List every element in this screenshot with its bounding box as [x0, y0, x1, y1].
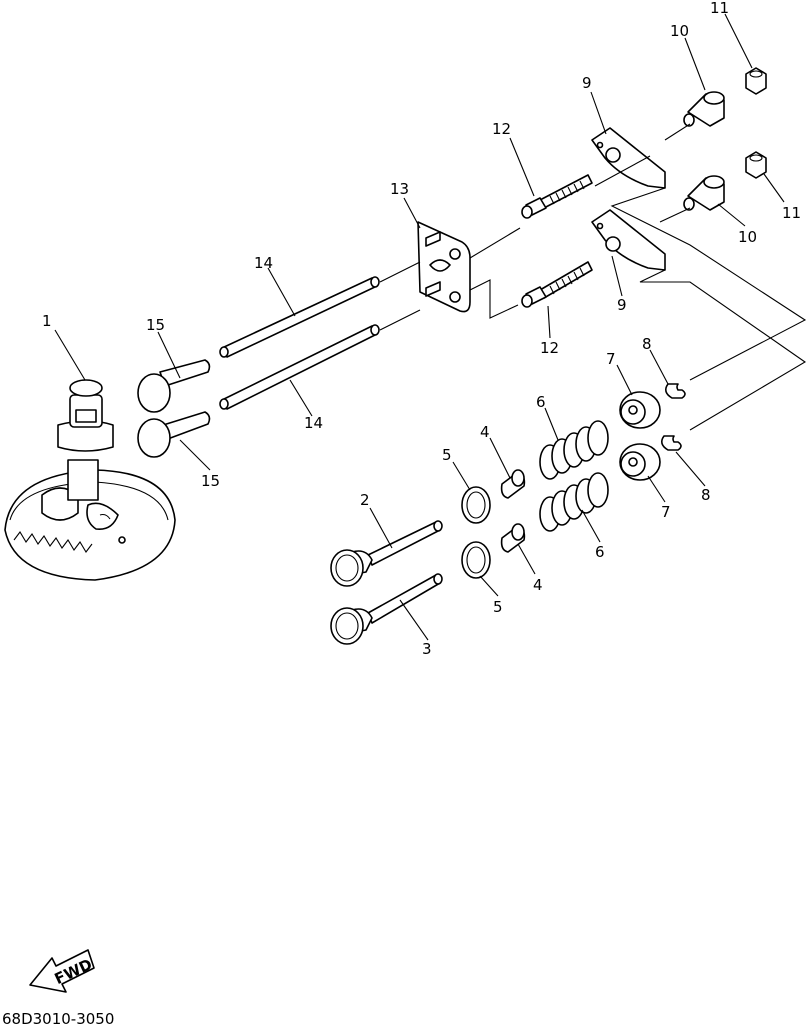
retainer-clip-lower — [660, 435, 682, 451]
rocker-stud-lower — [521, 261, 593, 308]
label-part-12-upper: 12 — [492, 120, 511, 138]
stem-seal-lower — [500, 523, 526, 553]
label-part-5-lower: 5 — [493, 598, 503, 616]
label-part-8-upper: 8 — [642, 335, 652, 353]
label-part-9-lower: 9 — [617, 296, 627, 314]
part-number-labels: 1 2 3 4 4 5 5 6 6 7 7 8 8 9 9 10 10 11 1… — [42, 0, 801, 658]
label-part-11-upper: 11 — [710, 0, 729, 17]
label-part-5-upper: 5 — [442, 446, 452, 464]
label-part-4-lower: 4 — [533, 576, 543, 594]
spring-retainer-upper — [619, 391, 661, 429]
label-part-3: 3 — [422, 640, 432, 658]
nut-lower — [745, 151, 767, 179]
rocker-arm-upper — [591, 127, 666, 189]
label-part-15-upper: 15 — [146, 316, 165, 334]
valve-spring-lower — [539, 472, 609, 532]
push-rod-upper — [219, 276, 380, 358]
label-part-14-upper: 14 — [254, 254, 273, 272]
callout-leaders — [54, 13, 785, 641]
push-rod-lower — [219, 324, 380, 410]
label-part-15-lower: 15 — [201, 472, 220, 490]
label-part-10-upper: 10 — [670, 22, 689, 40]
rocker-stud-upper — [521, 174, 593, 219]
label-part-6-upper: 6 — [536, 393, 546, 411]
label-part-12-lower: 12 — [540, 339, 559, 357]
rocker-pivot-upper — [683, 91, 725, 127]
label-part-2: 2 — [360, 491, 370, 509]
label-part-13: 13 — [390, 180, 409, 198]
label-part-7-lower: 7 — [661, 503, 671, 521]
label-part-11-lower: 11 — [782, 204, 801, 222]
rocker-arm-lower — [591, 209, 666, 271]
label-part-7-upper: 7 — [606, 350, 616, 368]
rocker-pivot-lower — [683, 175, 725, 211]
forward-arrow-icon: FWD — [29, 949, 95, 993]
intake-valve — [330, 520, 443, 587]
spring-retainer-lower — [619, 443, 661, 481]
nut-upper — [745, 67, 767, 95]
washer-upper — [461, 486, 491, 524]
diagram-reference-code: 68D3010-3050 — [2, 1010, 115, 1028]
label-part-4-upper: 4 — [480, 423, 490, 441]
valve-spring-upper — [539, 420, 609, 480]
label-part-1: 1 — [42, 312, 52, 330]
label-part-6-lower: 6 — [595, 543, 605, 561]
valve-lifter-upper — [137, 359, 211, 413]
retainer-clip-upper — [664, 383, 686, 399]
exhaust-valve — [330, 573, 443, 645]
washer-lower — [461, 541, 491, 579]
push-rod-guide-plate — [417, 221, 471, 313]
valve-lifter-lower — [137, 411, 211, 458]
camshaft-gear — [4, 379, 176, 581]
label-part-9-upper: 9 — [582, 74, 592, 92]
stem-seal-upper — [500, 469, 526, 499]
assembly-lines — [379, 123, 807, 431]
label-part-8-lower: 8 — [701, 486, 711, 504]
label-part-14-lower: 14 — [304, 414, 323, 432]
label-part-10-lower: 10 — [738, 228, 757, 246]
